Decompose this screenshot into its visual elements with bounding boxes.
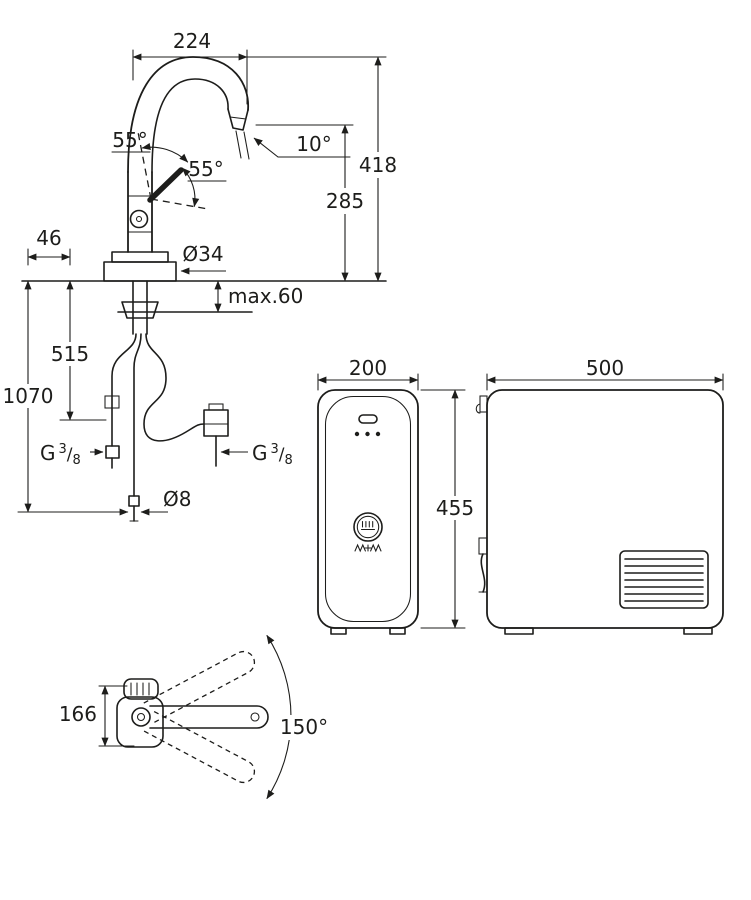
thread-numerator: 3 — [59, 442, 67, 457]
dim-counter-thickness: max.60 — [228, 284, 303, 308]
body-top-circle — [131, 707, 151, 727]
label-backing — [433, 496, 477, 520]
check-valve — [203, 409, 229, 437]
dim-cooler-depth: 500 — [586, 356, 624, 380]
dim-outlet-height: 285 — [326, 189, 364, 213]
label-backing — [279, 715, 329, 740]
hose-middle — [133, 333, 142, 497]
spray-leader — [253, 137, 279, 158]
lever-top-view — [123, 678, 159, 700]
lever-grip-hatch — [130, 682, 150, 696]
faucet-front-view: 55° 55° 10° 224 418 285 46 Ø34 — [3, 29, 398, 522]
thread-prefix: G — [40, 441, 56, 465]
cooler-front-view: 200 455 — [317, 356, 477, 635]
spout-top-view — [149, 705, 269, 729]
thread-denominator: 8 — [285, 453, 293, 468]
brand-badge-inner — [356, 515, 380, 539]
hose-left-clip — [104, 395, 120, 409]
lever-handle — [147, 167, 184, 203]
dim-total-height: 418 — [359, 153, 397, 177]
mounting-nut — [121, 301, 159, 319]
status-indicator — [358, 414, 378, 424]
faucet-top-view: 166 150° — [59, 634, 329, 800]
label-backing — [50, 342, 90, 366]
water-stream-line — [243, 131, 250, 160]
vent-grille — [619, 550, 709, 609]
indicator-dot — [354, 431, 360, 437]
water-stream-line — [235, 130, 242, 159]
body-dial-center — [135, 215, 143, 223]
hose-left-fitting — [105, 445, 120, 459]
foot — [389, 627, 406, 635]
dim-hose-length: 1070 — [3, 384, 54, 408]
label-backing — [358, 152, 398, 178]
dim-swivel-angle: 150° — [280, 715, 328, 739]
foot — [504, 627, 534, 635]
spout-inner-outline — [151, 78, 229, 173]
dim-cooler-height: 455 — [436, 496, 474, 520]
faucet-icon — [360, 520, 376, 531]
spout-tip-detail — [250, 712, 260, 722]
dim-hose-connect-height: 515 — [51, 342, 89, 366]
dim-body-diameter: Ø34 — [182, 242, 223, 266]
dim-lever-length: 46 — [36, 226, 61, 250]
hose-right — [143, 333, 205, 442]
hose-middle-fitting — [128, 495, 140, 507]
cooler-front-outline — [317, 389, 419, 629]
cooler-side-view: 500 — [475, 356, 724, 635]
indicator-dot — [365, 431, 370, 437]
thread-denominator: 8 — [73, 453, 81, 468]
check-valve-cap — [208, 403, 224, 411]
lever-angle-arc-up — [141, 143, 189, 163]
rear-hook — [479, 395, 488, 413]
outlet-mousseur-line — [229, 116, 247, 120]
dim-spout-reach: 224 — [173, 29, 211, 53]
spout-swiveled-up — [143, 650, 255, 724]
lever-angle-arc-fwd — [181, 167, 200, 208]
indicator-dot — [375, 431, 381, 437]
escutcheon-upper — [111, 251, 169, 263]
rear-hook-loop — [475, 403, 481, 414]
dim-cooler-width: 200 — [349, 356, 387, 380]
label-backing — [325, 188, 365, 214]
spout-swiveled-down — [143, 710, 255, 784]
power-cable-grommet — [478, 537, 488, 555]
dim-lever-angle-up: 55° — [112, 128, 147, 152]
base-top-view — [116, 696, 164, 748]
dim-body-length: 166 — [59, 702, 97, 726]
cooler-side-outline — [486, 389, 724, 629]
thread-prefix: G — [252, 441, 268, 465]
power-cable — [480, 553, 486, 593]
body-top-center — [136, 712, 146, 722]
water-plus-water-icon — [354, 543, 382, 553]
hose-left — [111, 333, 137, 447]
thread-slash: / — [279, 445, 285, 465]
thread-numerator: 3 — [271, 442, 279, 457]
label-backing — [3, 384, 53, 408]
dim-hose-diameter: Ø8 — [163, 487, 191, 511]
cooler-front-panel — [324, 395, 412, 623]
dim-lever-angle-fwd: 55° — [188, 157, 223, 181]
lever-rotated-fwd — [150, 198, 209, 210]
brand-badge-outer — [353, 512, 383, 542]
thread-slash: / — [67, 445, 73, 465]
foot — [683, 627, 713, 635]
foot — [330, 627, 347, 635]
body-dial — [129, 209, 149, 229]
spout-outlet — [227, 108, 249, 131]
escutcheon-base — [103, 261, 177, 282]
dim-spray-angle: 10° — [296, 132, 331, 156]
